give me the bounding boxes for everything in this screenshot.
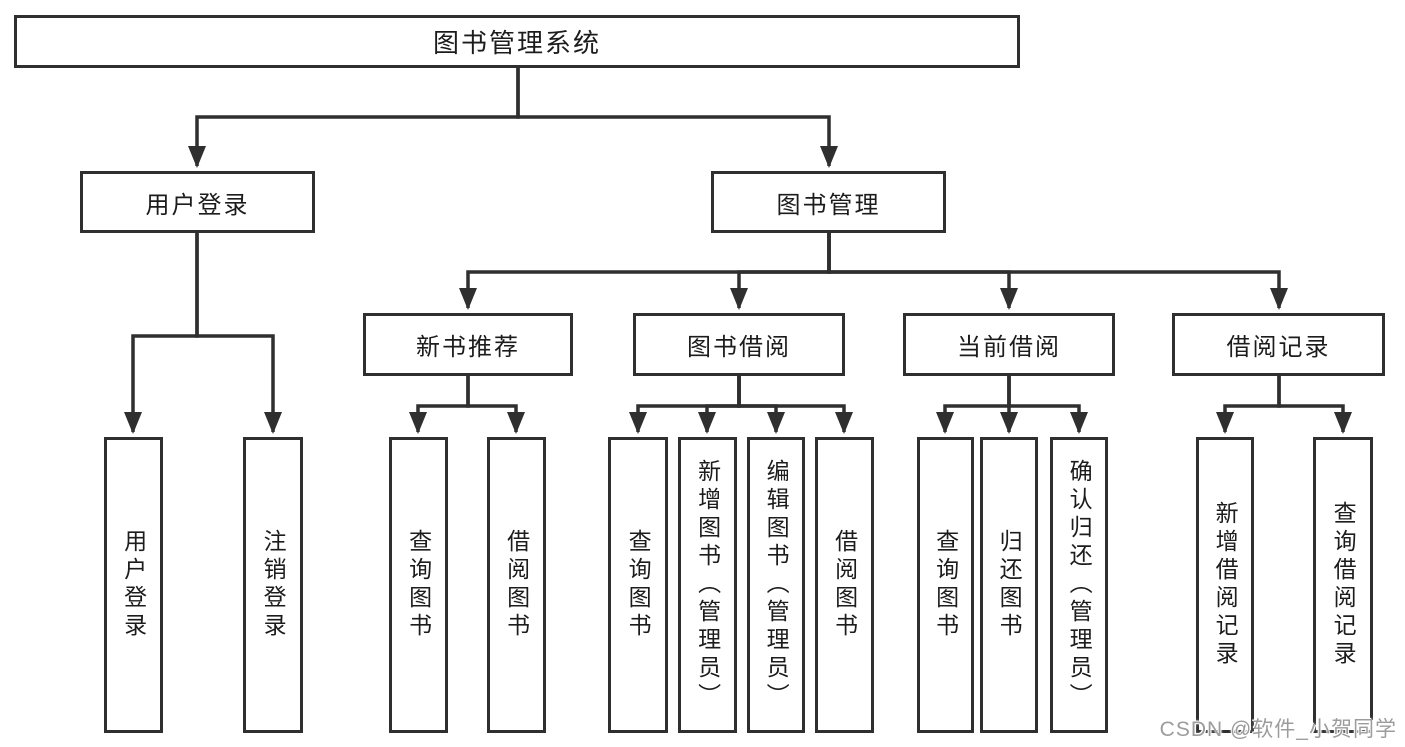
diagram-node-user-login: 用户登录 [80, 171, 315, 233]
diagram-node-leaf-query-book-recommend: 查询图书 [389, 437, 448, 733]
node-label: 借阅记录 [1226, 334, 1331, 361]
connector-arrow [730, 233, 831, 310]
node-label: 借阅图书 [831, 529, 858, 641]
diagram-node-book-borrow: 图书借阅 [633, 313, 845, 376]
diagram-node-leaf-borrow-book-recommend: 借阅图书 [487, 437, 546, 733]
connector-arrow [1216, 376, 1281, 434]
diagram-node-borrow-record: 借阅记录 [1172, 313, 1385, 376]
node-label: 图书管理 [776, 191, 881, 219]
connector-arrow [1277, 376, 1352, 434]
node-label: 新书推荐 [416, 334, 520, 361]
connector-arrow [629, 376, 741, 434]
connector-arrow [698, 376, 741, 434]
connector-arrow [516, 68, 838, 168]
connector-arrow [827, 233, 1288, 310]
connector-arrow [188, 68, 520, 168]
diagram-node-leaf-add-book-admin: 新增图书（管理员） [678, 437, 737, 733]
diagram-node-leaf-query-borrow-record: 查询借阅记录 [1313, 437, 1373, 733]
diagram-node-leaf-user-login: 用户登录 [104, 437, 163, 733]
node-label: 借阅图书 [503, 529, 530, 641]
node-label: 确认归还（管理员） [1066, 459, 1093, 711]
diagram-node-leaf-borrow-book: 借阅图书 [815, 437, 874, 733]
diagram-node-leaf-query-book-current: 查询图书 [917, 437, 974, 733]
connector-arrow [124, 233, 199, 434]
node-label: 查询图书 [932, 529, 959, 641]
node-label: 图书管理系统 [432, 28, 601, 58]
node-label: 用户登录 [145, 191, 250, 219]
node-label: 注销登录 [260, 529, 287, 641]
node-label: 查询图书 [405, 529, 432, 641]
connector-arrow [1007, 376, 1088, 434]
diagram-node-leaf-logout: 注销登录 [243, 437, 303, 733]
watermark: CSDN @软件_小贺同学 [1159, 718, 1397, 741]
node-label: 查询图书 [625, 529, 652, 641]
diagram-node-leaf-add-borrow-record: 新增借阅记录 [1196, 437, 1254, 733]
diagram-node-root: 图书管理系统 [14, 15, 1020, 68]
diagram-node-book-management: 图书管理 [711, 171, 946, 233]
diagram-node-leaf-edit-book-admin: 编辑图书（管理员） [747, 437, 805, 733]
connector-arrow [195, 233, 282, 434]
node-label: 新增图书（管理员） [694, 459, 721, 711]
connector-arrow [737, 376, 853, 434]
node-label: 编辑图书（管理员） [763, 459, 790, 711]
connector-arrow [409, 376, 470, 434]
diagram-node-leaf-return-book: 归还图书 [980, 437, 1038, 733]
node-label: 图书借阅 [687, 334, 791, 361]
diagram-node-leaf-query-book-borrow: 查询图书 [608, 437, 668, 733]
node-label: 当前借阅 [957, 334, 1061, 361]
connector-arrow [936, 376, 1011, 434]
connector-arrow [737, 376, 785, 434]
diagram-node-new-book-recommend: 新书推荐 [363, 313, 573, 376]
node-label: 用户登录 [120, 529, 147, 641]
connector-arrow [466, 376, 525, 434]
node-label: 查询借阅记录 [1330, 501, 1357, 669]
diagram-node-current-borrow: 当前借阅 [903, 313, 1115, 376]
node-label: 归还图书 [996, 529, 1023, 641]
diagram-node-leaf-confirm-return-admin: 确认归还（管理员） [1050, 437, 1108, 733]
node-label: 新增借阅记录 [1212, 501, 1239, 669]
